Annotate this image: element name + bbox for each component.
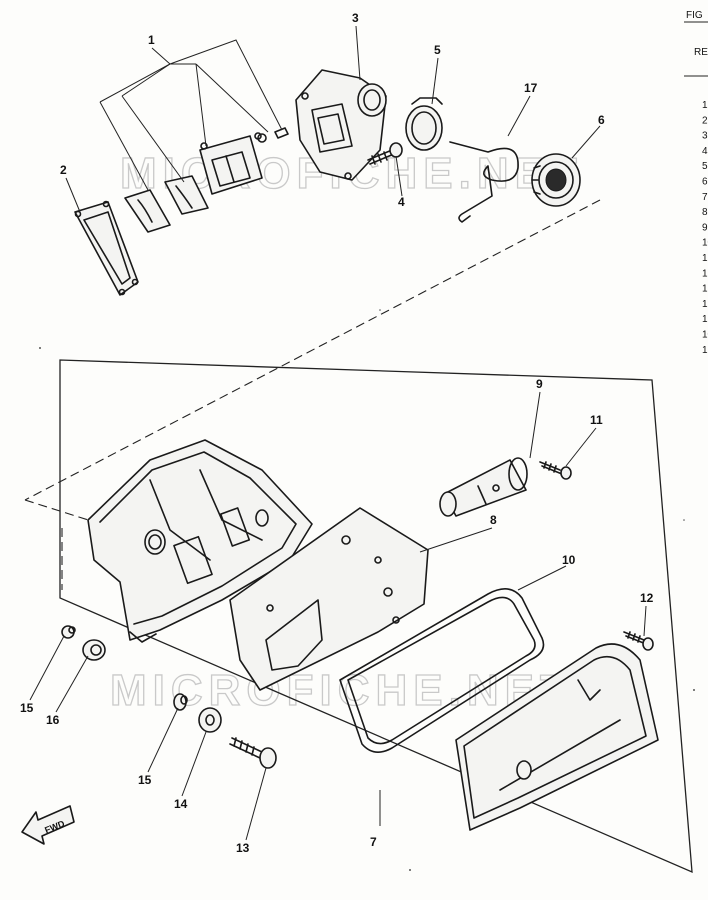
parts-list-ref-number: 2 bbox=[702, 115, 708, 126]
callout-10: 10 bbox=[562, 553, 576, 567]
callout-9: 9 bbox=[536, 377, 543, 391]
part-7-air-filter-case bbox=[87, 439, 313, 643]
part-17-spring bbox=[449, 141, 519, 223]
assembly-dashed-line-top bbox=[24, 199, 601, 501]
parts-list-ref-number: 5 bbox=[702, 161, 708, 172]
parts-list-ref-number: 1 bbox=[702, 268, 708, 279]
part-16-grommet bbox=[82, 639, 106, 661]
parts-list-ref-number: 1 bbox=[702, 299, 708, 310]
callout-3: 3 bbox=[352, 11, 359, 25]
part-9-intake-tube bbox=[439, 457, 528, 517]
callout-13: 13 bbox=[236, 841, 250, 855]
part-8-filter-element bbox=[229, 507, 429, 691]
callout-11: 11 bbox=[590, 413, 603, 427]
parts-list-ref-number: 10 bbox=[702, 238, 708, 249]
part-12-screw bbox=[623, 631, 654, 651]
part-4-bolt bbox=[367, 142, 403, 165]
callout-15-left: 15 bbox=[20, 701, 34, 715]
parts-list-ref-number: 9 bbox=[702, 222, 708, 233]
callout-17: 17 bbox=[524, 81, 538, 95]
ref-header: RE bbox=[694, 47, 708, 58]
fwd-arrow-icon: FWD bbox=[21, 805, 75, 845]
callout-7: 7 bbox=[370, 835, 377, 849]
assembly-frame bbox=[59, 359, 693, 874]
parts-list-ref-number: 1 bbox=[702, 100, 708, 111]
callout-15-center: 15 bbox=[138, 773, 152, 787]
part-15-collar-left bbox=[61, 625, 76, 639]
part-15-collar-center bbox=[173, 693, 188, 711]
parts-list-ref-number: 6 bbox=[702, 177, 708, 188]
parts-list-ref-number: 10 bbox=[702, 330, 708, 341]
watermark-bottom: MICROFICHE.NET bbox=[110, 666, 573, 715]
scan-specks bbox=[39, 309, 695, 871]
parts-list-ref-number: 7 bbox=[702, 192, 708, 203]
parts-list-ref-number: 4 bbox=[702, 146, 708, 157]
callout-5: 5 bbox=[434, 43, 441, 57]
part-11-screw bbox=[539, 461, 572, 480]
part-1-reed-assembly bbox=[124, 127, 289, 233]
assembly-dashed-line-left bbox=[24, 499, 121, 531]
part-5-hose-clamp bbox=[405, 97, 443, 151]
part-14-washer bbox=[198, 707, 222, 733]
parts-list-ref-number: 3 bbox=[702, 131, 708, 142]
callout-8: 8 bbox=[490, 513, 497, 527]
callout-4: 4 bbox=[398, 195, 405, 209]
fig-header: FIG bbox=[686, 10, 703, 21]
callout-14: 14 bbox=[174, 797, 188, 811]
parts-list-ref-number: 8 bbox=[702, 207, 708, 218]
parts-list-edge: FIG RE 1234567891011111101 bbox=[684, 10, 708, 356]
callout-labels: 1 2 3 4 5 6 7 8 9 10 11 12 13 14 15 15 1… bbox=[20, 11, 654, 855]
part-2-gasket bbox=[74, 200, 139, 296]
parts-list-ref-number: 1 bbox=[702, 284, 708, 295]
parts-list-ref-number: 1 bbox=[702, 253, 708, 264]
callout-1: 1 bbox=[148, 33, 155, 47]
part-6-carburetor-joint bbox=[531, 153, 581, 207]
air-filter-cover bbox=[455, 643, 659, 831]
part-3-intake-manifold bbox=[295, 69, 387, 181]
callout-12: 12 bbox=[640, 591, 654, 605]
callout-2: 2 bbox=[60, 163, 67, 177]
leader-lines bbox=[29, 25, 647, 841]
parts-list-ref-number: 1 bbox=[702, 314, 708, 325]
parts-list-ref-number: 1 bbox=[702, 345, 708, 356]
part-10-seal-gasket bbox=[339, 588, 545, 753]
part-13-bolt bbox=[229, 737, 277, 769]
callout-6: 6 bbox=[598, 113, 605, 127]
callout-16: 16 bbox=[46, 713, 60, 727]
